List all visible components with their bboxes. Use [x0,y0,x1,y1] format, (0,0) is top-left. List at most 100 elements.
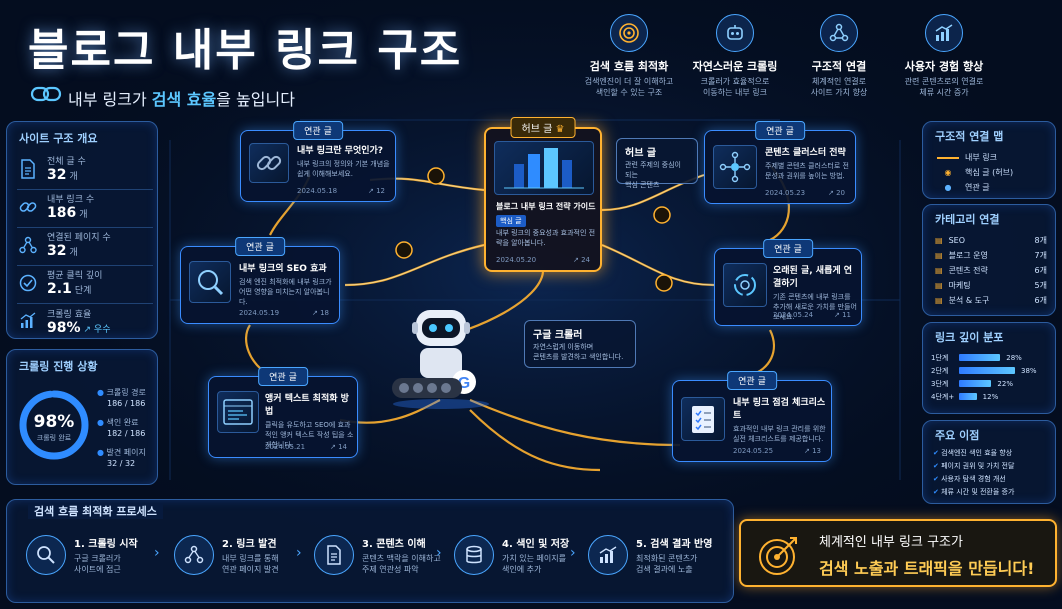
target-arrow-icon [759,537,797,575]
step-desc: 콘텐츠 맥락을 이해하고 [362,553,441,563]
step-title: 5. 검색 결과 반영 [636,538,713,550]
card-title: 내부 링크의 SEO 효과 [239,264,327,274]
depth-percent: 38% [1021,366,1037,375]
benefit-text: 체류 시간 및 전환율 증가 [941,488,1015,496]
feature-desc: 관련 콘텐츠로의 연결로 [904,77,984,86]
feature-desc: 사이트 가치 향상 [810,87,868,97]
bar-chart-icon [588,535,628,575]
cluster-icon [713,145,757,189]
crown-icon: ♛ [555,124,565,135]
depth-bar [959,354,1001,361]
cta-line-1: 체계적인 내부 링크 구조가 [819,535,963,550]
depth-bar [959,380,992,387]
depth-row: 4단계+12% [931,390,1051,403]
card-tag: 연관 글 [235,237,285,256]
card-desc: 클릭을 유도하고 SEO에 효과적인 앵커 텍스트 작성 팁을 소개합니다. [265,421,354,449]
subtitle-text: 내부 링크가 [68,90,152,109]
card-tag: 연관 글 [755,121,805,140]
stat-value: 98% [47,319,81,336]
related-card-4[interactable]: 연관 글 콘텐츠 클러스터 전략 주제별 콘텐츠 클러스터로 전문성과 권위를 … [704,121,856,204]
card-count: ↗ 11 [834,311,851,319]
crawl-item-label: 발견 페이지 [106,448,146,457]
card-desc: 기존 콘텐츠에 내부 링크를 추가해 새로운 가치를 만들어보세요. [773,293,857,321]
feature-title: 자연스러운 크롤링 [692,60,778,73]
related-card-5[interactable]: 연관 글 오래된 글, 새롭게 연결하기 기존 콘텐츠에 내부 링크를 추가해 … [714,239,862,326]
process-title: 검색 흐름 최적화 프로세스 [28,503,163,519]
step-desc: 검색 결과에 노출 [636,565,693,574]
feature-desc: 색인할 수 있는 구조 [595,87,663,97]
trend-up-icon [17,312,39,330]
card-date: 2024.05.23 [765,189,806,197]
page-title: 블로그 내부 링크 구조 [28,25,463,76]
crawl-item-label: 색인 완료 [106,418,139,427]
step-title: 4. 색인 및 저장 [502,538,570,550]
panel-title: 사이트 구조 개요 [19,132,98,145]
benefit-item: ✔ 검색엔진 색인 효율 향상 [933,447,1014,460]
related-card-3[interactable]: 연관 글 앵커 텍스트 최적화 방법 클릭을 유도하고 SEO에 효과적인 앵커… [208,367,358,458]
card-desc: 검색 엔진 최적화에 내부 링크가 어떤 영향을 미치는지 알아봅니다. [239,278,332,306]
hub-title: 블로그 내부 링크 전략 가이드 [496,202,596,211]
chevron-right-icon: › [296,545,302,561]
feature-title: 검색 흐름 최적화 [589,60,669,73]
step-desc: 최적화된 콘텐츠가 [636,553,698,563]
related-card-6[interactable]: 연관 글 내부 링크 점검 체크리스트 효과적인 내부 링크 관리를 위한 실전… [672,371,832,462]
benefit-item: ✔ 페이지 권위 및 가치 전달 [933,460,1014,473]
card-desc: 효과적인 내부 링크 관리를 위한 실전 체크리스트를 제공합니다. [733,425,826,443]
category-icon: ▤ [935,281,943,290]
feature-title: 사용자 경험 향상 [904,60,984,73]
stat-unit: ↗ 우수 [83,324,111,335]
stat-label: 내부 링크 수 [47,195,95,205]
stat-unit: 개 [69,248,78,258]
crawl-item-value: 186 / 186 [107,398,146,408]
chevron-right-icon: › [436,545,442,561]
category-count: 8개 [1034,236,1047,245]
card-title: 오래된 글, 새롭게 연결하기 [773,266,853,289]
panel-title: 구조적 연결 맵 [935,130,1004,143]
depth-label: 3단계 [931,379,949,388]
step-desc: 사이트에 접근 [74,565,121,574]
robot-icon [716,14,754,52]
card-date: 2024.05.18 [297,187,338,195]
depth-bar [959,367,1015,374]
network-icon [820,14,858,52]
feature-desc: 크롤러가 효율적으로 [700,77,770,86]
legend-label: 핵심 글 (허브) [965,168,1014,177]
related-card-2[interactable]: 연관 글 내부 링크의 SEO 효과 검색 엔진 최적화에 내부 링크가 어떤 … [180,237,340,324]
subtitle-highlight: 검색 효율 [151,90,217,109]
cta-banner: 체계적인 내부 링크 구조가 검색 노출과 트래픽을 만듭니다! [739,519,1057,587]
check-icon: ✔ [933,449,939,457]
crawl-percent: 98% [33,412,75,432]
related-card-1[interactable]: 연관 글 내부 링크란 무엇인가? 내부 링크의 정의와 기본 개념을 쉽게 이… [240,121,396,202]
stat-value: 32 [47,167,67,183]
depth-percent: 28% [1006,353,1022,362]
check-icon: ✔ [933,475,939,483]
category-count: 5개 [1034,281,1047,290]
benefit-text: 사용자 탐색 경험 개선 [941,475,1006,483]
hub-post-card[interactable]: 허브 글 ♛ 블로그 내부 링크 전략 가이드 핵심 글 내부 링크의 중요성과… [484,117,602,272]
depth-label: 4단계+ [931,392,955,401]
link-chain-icon [30,86,62,102]
share-nodes-icon [174,535,214,575]
callout-desc: 관련 주제의 중심이 되는 [625,161,681,179]
step-desc: 연관 페이지 발견 [222,565,279,574]
feature-desc: 이동하는 내부 링크 [703,87,767,97]
card-date: 2024.05.19 [239,309,280,317]
card-tag: 연관 글 [727,371,777,390]
stat-label: 전체 글 수 [47,157,86,167]
